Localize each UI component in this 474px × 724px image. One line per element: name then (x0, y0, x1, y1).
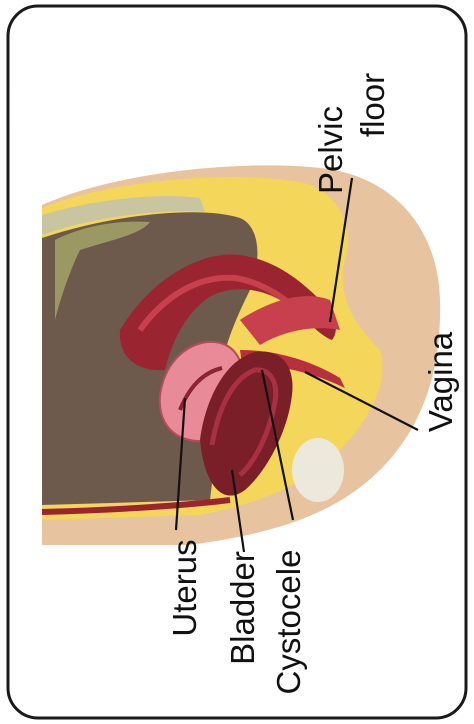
label-cystocele: Cystocele (270, 550, 307, 695)
label-uterus: Uterus (166, 539, 203, 636)
label-pelvic: Pelvic (312, 106, 349, 194)
pubic-bone (292, 438, 344, 502)
label-floor: floor (354, 73, 391, 137)
label-vagina: Vagina (422, 331, 459, 432)
label-bladder: Bladder (224, 551, 261, 665)
